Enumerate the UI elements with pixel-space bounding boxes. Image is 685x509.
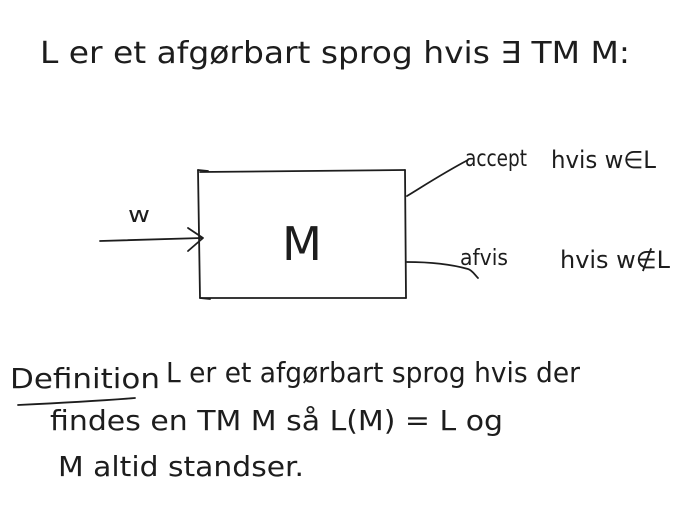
reject-line: [406, 261, 479, 279]
definition-underline: [17, 397, 136, 406]
heading-text: L er et afgørbart sprog hvis ∃ TM M:: [40, 36, 630, 71]
definition-line-3: M altid standser.: [58, 450, 304, 483]
accept-label: accept: [465, 146, 527, 172]
reject-label: afvis: [460, 246, 508, 271]
reject-condition: hvis w∉L: [560, 246, 671, 274]
definition-term: Definition: [10, 362, 160, 395]
input-label: w: [128, 203, 150, 228]
definition-line-2: findes en TM M så L(M) = L og: [50, 404, 503, 437]
definition-line-1: L er et afgørbart sprog hvis der: [166, 356, 580, 389]
accept-line: [406, 159, 469, 197]
accept-condition: hvis w∈L: [551, 146, 657, 174]
input-arrow: [99, 227, 204, 252]
machine-label: M: [282, 217, 322, 271]
turing-machine-box: [197, 169, 407, 300]
